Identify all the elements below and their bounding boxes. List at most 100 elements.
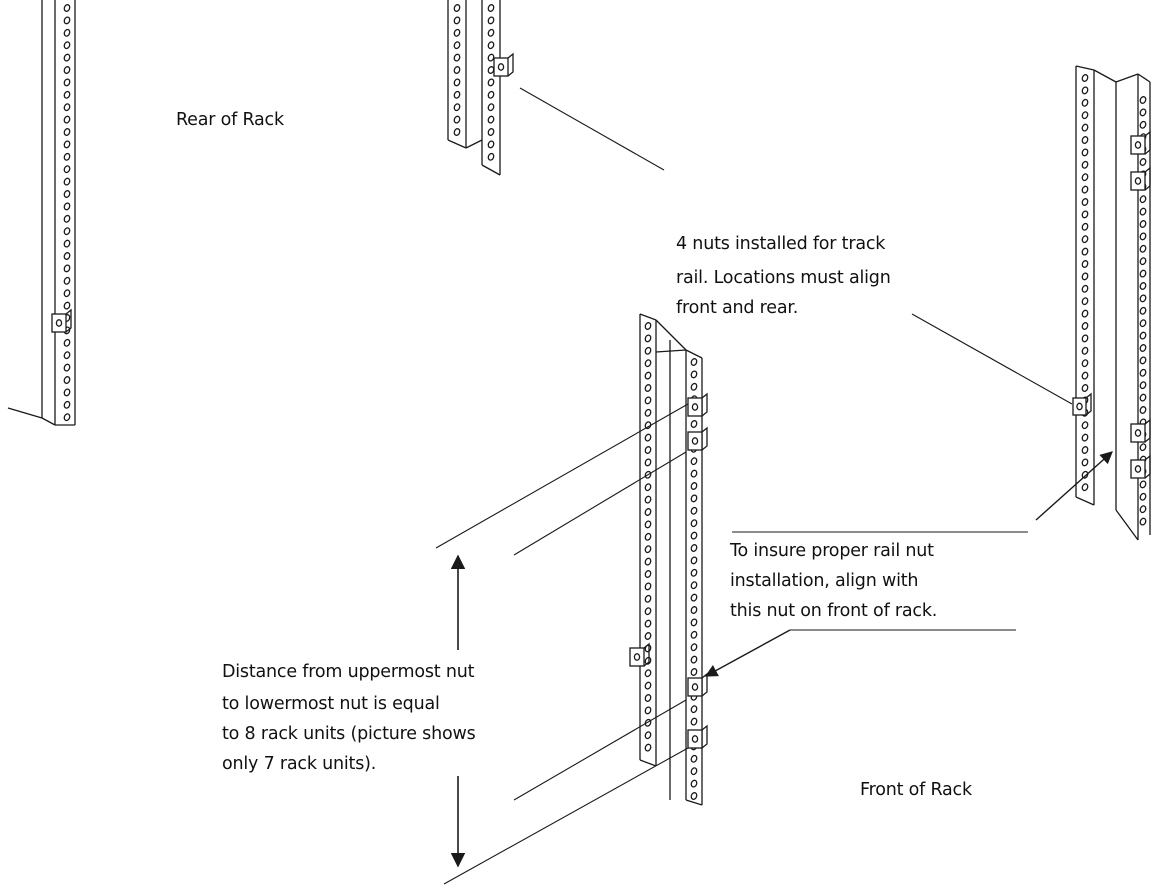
rail-hole bbox=[1139, 381, 1147, 390]
cage-nut-side bbox=[507, 52, 514, 77]
rail-hole bbox=[1139, 492, 1147, 501]
insure-line-3: this nut on front of rack. bbox=[730, 601, 938, 621]
rail-hole bbox=[1081, 284, 1089, 293]
rail-hole bbox=[1139, 356, 1147, 365]
cage-nut-hole bbox=[1134, 177, 1142, 185]
rail-hole bbox=[690, 593, 698, 602]
rail-hole bbox=[63, 202, 71, 211]
rail-hole bbox=[63, 289, 71, 298]
rail-hole bbox=[1139, 108, 1147, 117]
rail-hole bbox=[644, 570, 652, 578]
rail-hole bbox=[1139, 505, 1147, 514]
rail-hole bbox=[63, 28, 71, 37]
cage-nut-side bbox=[1144, 454, 1151, 479]
rail-edge bbox=[685, 799, 703, 806]
arrow-to-front-nut bbox=[704, 629, 791, 677]
rail-hole bbox=[1139, 517, 1147, 526]
rail-hole bbox=[690, 494, 698, 503]
rail-hole bbox=[63, 140, 71, 149]
cage-nut-body bbox=[1130, 171, 1146, 191]
rail-hole bbox=[1081, 148, 1089, 157]
rail-hole bbox=[1139, 269, 1147, 278]
rear-left-rail bbox=[7, 0, 76, 426]
rail-hole bbox=[453, 90, 461, 99]
rail-hole bbox=[690, 531, 698, 540]
rail-hole bbox=[63, 376, 71, 384]
rail-hole bbox=[1081, 446, 1089, 454]
rail-hole bbox=[1139, 220, 1147, 228]
rail-edge bbox=[1075, 65, 1095, 71]
rail-holes bbox=[1081, 74, 1089, 492]
cage-nut-side bbox=[1144, 418, 1151, 443]
cage-nut-side bbox=[1144, 130, 1151, 155]
cage-nut-rear-right bbox=[1130, 454, 1151, 479]
rail-hole bbox=[1081, 123, 1089, 132]
rail-hole bbox=[453, 115, 461, 124]
cage-nut-hole bbox=[691, 403, 699, 411]
rail-hole bbox=[63, 41, 71, 50]
rail-hole bbox=[487, 28, 495, 37]
cage-nut-rear-right bbox=[1130, 418, 1151, 443]
cage-nut-front-inner bbox=[629, 642, 650, 667]
rail-hole bbox=[453, 41, 461, 50]
cage-nut-hole bbox=[691, 735, 699, 743]
cage-nut-hole bbox=[1134, 465, 1142, 473]
rail-hole bbox=[1139, 257, 1147, 266]
cage-nut-body bbox=[1130, 135, 1146, 155]
rail-hole bbox=[1081, 160, 1089, 169]
rail-hole bbox=[644, 384, 652, 392]
rail-edge bbox=[447, 139, 467, 149]
rail-hole bbox=[63, 239, 71, 248]
rail-hole bbox=[1081, 222, 1089, 231]
rail-hole bbox=[690, 717, 698, 726]
rail-holes bbox=[453, 4, 461, 136]
rail-hole bbox=[487, 115, 495, 124]
rail-hole bbox=[690, 581, 698, 590]
rail-hole bbox=[690, 618, 698, 627]
rail-hole bbox=[644, 458, 652, 467]
distance-line-3: to 8 rack units (picture shows bbox=[222, 724, 476, 744]
cage-nut-side bbox=[643, 642, 650, 667]
rail-hole bbox=[1081, 384, 1089, 392]
rail-hole bbox=[63, 252, 71, 260]
rail-hole bbox=[453, 16, 461, 25]
rail-hole bbox=[63, 363, 71, 372]
arrow-to-rear-nut bbox=[1035, 451, 1113, 521]
rail-hole bbox=[1081, 371, 1089, 380]
cage-nut-hole bbox=[633, 653, 641, 661]
rail-hole bbox=[63, 190, 71, 198]
cage-nut-front bbox=[687, 426, 708, 451]
rail-hole bbox=[1139, 393, 1147, 402]
rail-hole bbox=[487, 78, 495, 87]
cage-nut-side bbox=[701, 672, 708, 697]
rail-hole bbox=[63, 78, 71, 87]
rail-hole bbox=[63, 4, 71, 12]
rail-hole bbox=[63, 227, 71, 236]
rail-hole bbox=[644, 669, 652, 678]
distance-line-1: Distance from uppermost nut bbox=[222, 662, 475, 682]
rail-hole bbox=[487, 152, 495, 161]
rail-edge bbox=[655, 319, 687, 351]
rail-hole bbox=[63, 165, 71, 174]
rail-hole bbox=[644, 433, 652, 442]
rail-edge bbox=[655, 349, 687, 353]
rail-hole bbox=[644, 632, 652, 640]
rail-hole bbox=[1081, 185, 1089, 194]
leader-line bbox=[513, 699, 687, 801]
rail-hole bbox=[453, 28, 461, 37]
cage-nut-side bbox=[701, 724, 708, 749]
rail-hole bbox=[644, 359, 652, 368]
rail-edge bbox=[639, 313, 657, 321]
cage-nut-hole bbox=[55, 319, 63, 327]
rail-hole bbox=[63, 413, 71, 422]
rail-hole bbox=[1139, 294, 1147, 303]
rail-hole bbox=[644, 508, 652, 516]
rail-hole bbox=[644, 446, 652, 454]
cage-nut-hole bbox=[1134, 429, 1142, 437]
cage-nut-front bbox=[687, 392, 708, 417]
rail-hole bbox=[453, 66, 461, 74]
rail-hole bbox=[690, 544, 698, 552]
rail-hole bbox=[487, 103, 495, 112]
rail-hole bbox=[63, 301, 71, 310]
